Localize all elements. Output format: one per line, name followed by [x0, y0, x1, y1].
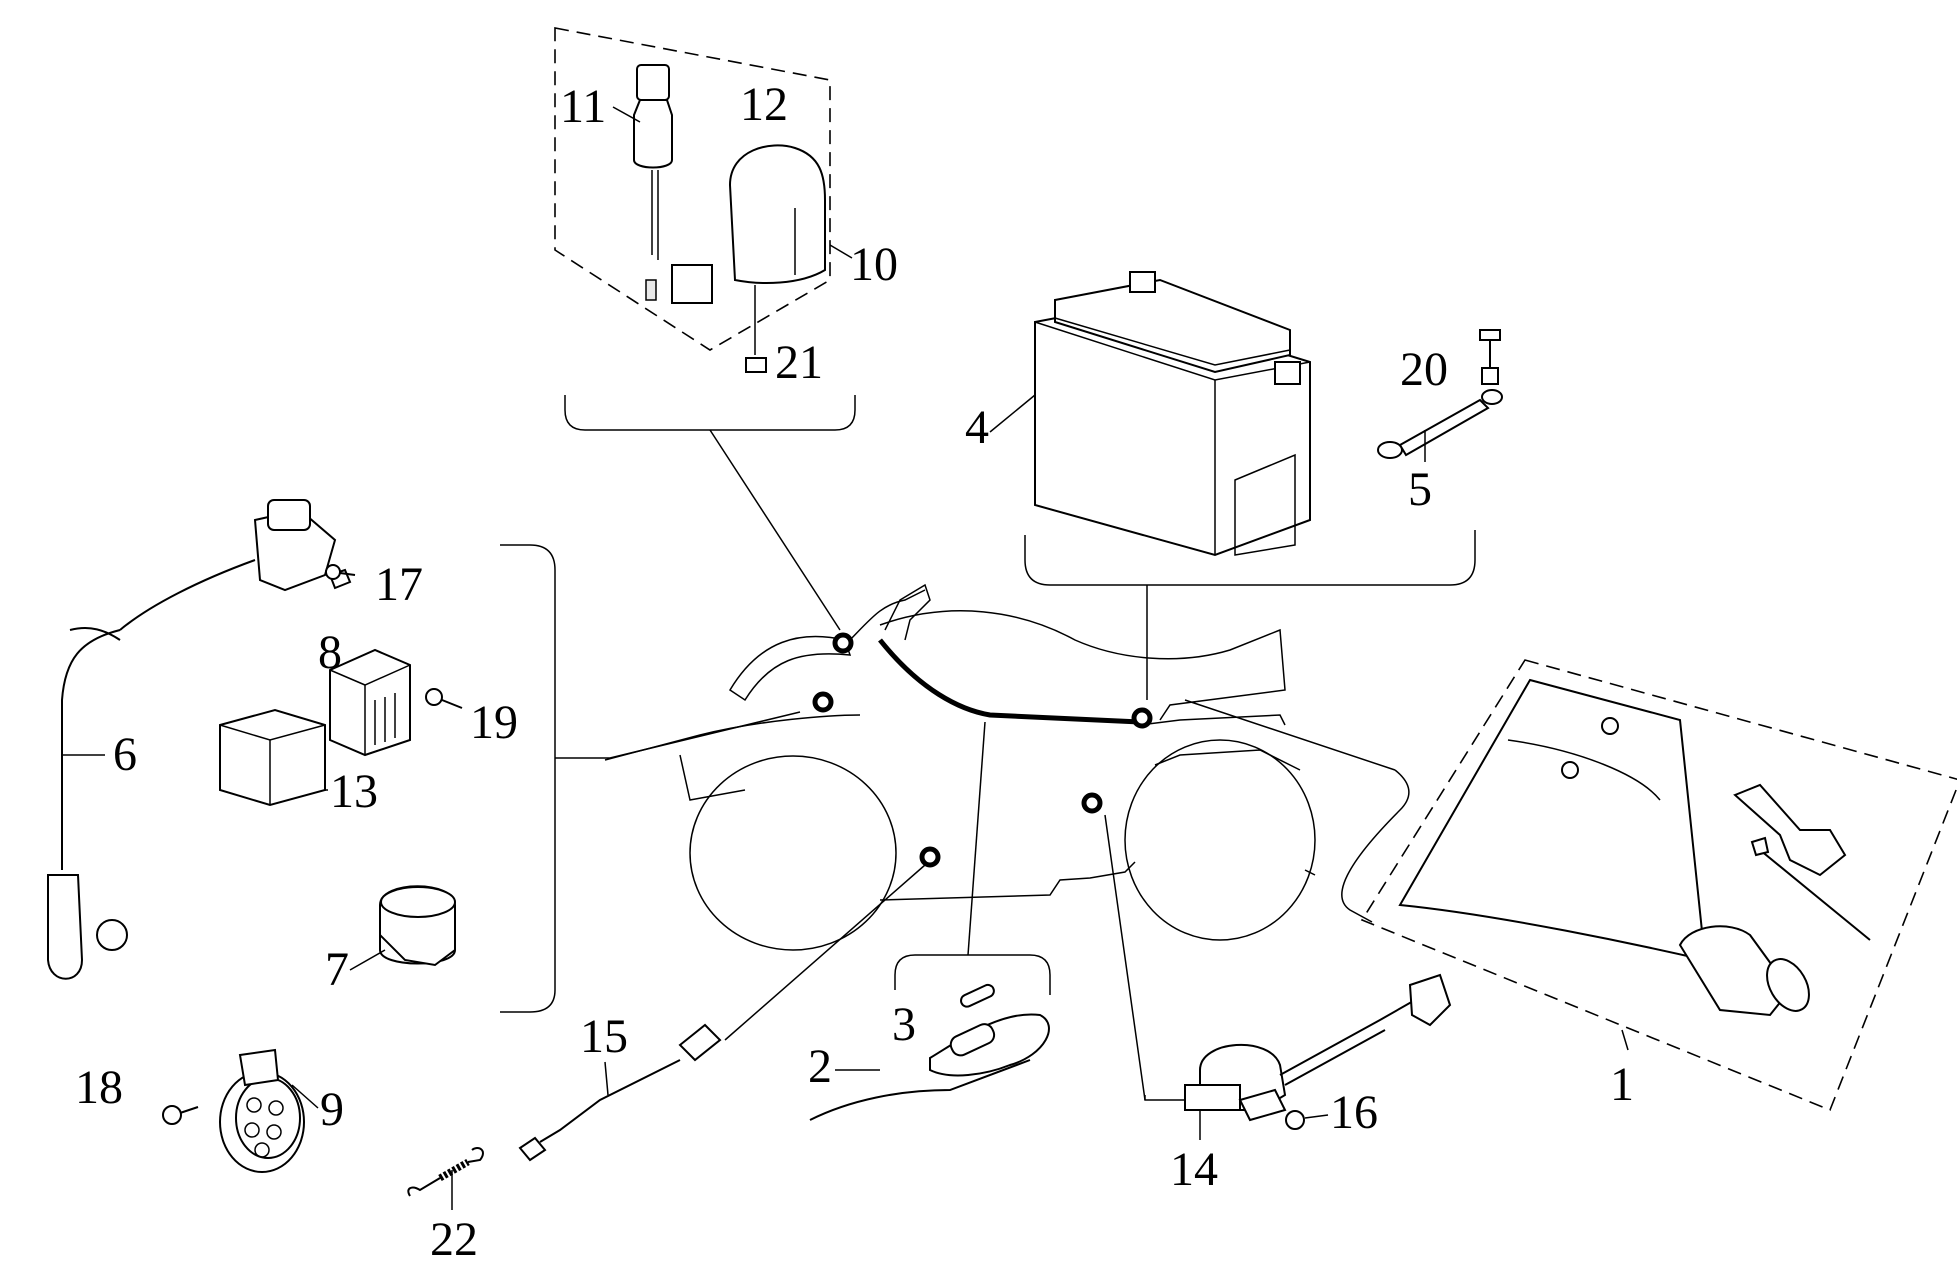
callout-4: 4 — [965, 401, 989, 454]
ignition-switch-group — [554, 27, 831, 373]
leader-lines — [500, 395, 1476, 1101]
starter-relay — [219, 708, 326, 807]
horn — [162, 1048, 305, 1173]
callout-6: 6 — [113, 728, 137, 781]
callout-10: 10 — [850, 238, 898, 291]
callout-14: 14 — [1170, 1143, 1218, 1196]
wire-harness-15 — [518, 1023, 722, 1162]
starter-solenoid — [1184, 973, 1452, 1130]
callout-3: 3 — [892, 998, 916, 1051]
callout-22: 22 — [430, 1213, 478, 1266]
callout-18: 18 — [75, 1061, 123, 1114]
ignition-coil — [47, 499, 352, 980]
battery-cable — [1377, 329, 1503, 459]
callout-labels: 1 2 3 4 5 6 7 8 9 10 11 12 13 14 15 16 1… — [62, 78, 1634, 1266]
callout-11: 11 — [560, 80, 606, 133]
callout-9: 9 — [320, 1083, 344, 1136]
callout-12: 12 — [740, 78, 788, 131]
tool-kit — [1360, 659, 1957, 1112]
fuse-and-wire — [809, 983, 1050, 1121]
battery — [1034, 271, 1311, 557]
flasher-relay — [379, 885, 456, 967]
callout-5: 5 — [1408, 463, 1432, 516]
callout-1: 1 — [1610, 1058, 1634, 1111]
spring — [407, 1147, 484, 1197]
callout-7: 7 — [325, 943, 349, 996]
callout-13: 13 — [330, 765, 378, 818]
callout-8: 8 — [318, 626, 342, 679]
callout-17: 17 — [375, 558, 423, 611]
atv-outline — [604, 583, 1316, 951]
callout-20: 20 — [1400, 343, 1448, 396]
callout-15: 15 — [580, 1010, 628, 1063]
callout-19: 19 — [470, 696, 518, 749]
callout-2: 2 — [808, 1040, 832, 1093]
small-bolts — [325, 564, 463, 709]
callout-16: 16 — [1330, 1086, 1378, 1139]
rectifier — [329, 648, 411, 757]
callout-21: 21 — [775, 336, 823, 389]
